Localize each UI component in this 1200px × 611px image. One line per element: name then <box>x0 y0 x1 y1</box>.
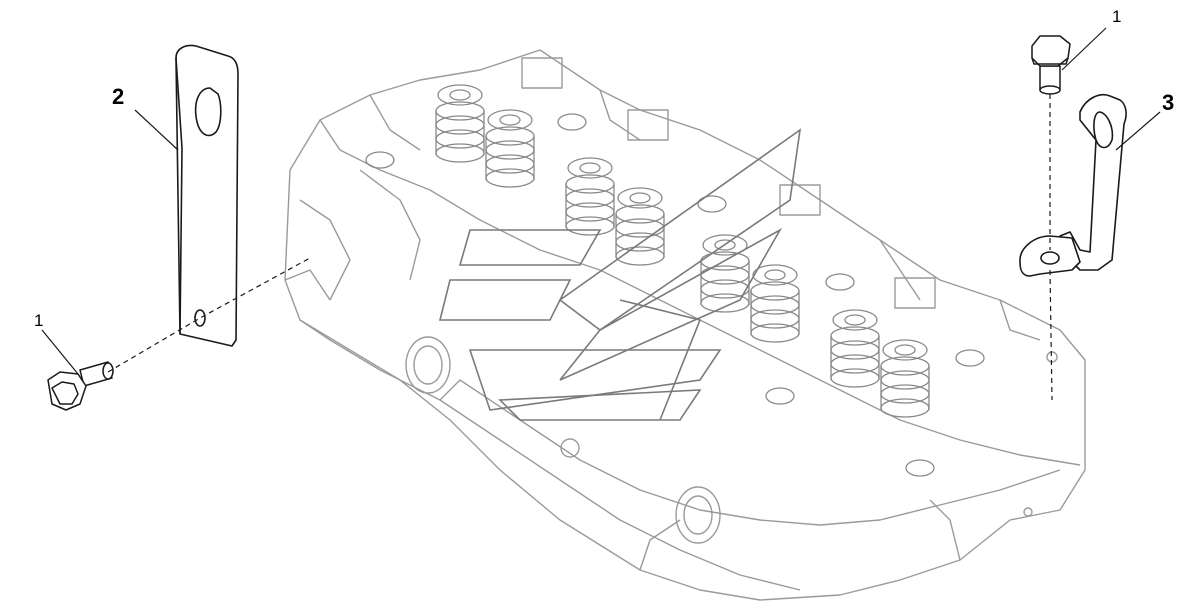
plate-part-2 <box>175 44 239 347</box>
cylinder-head <box>284 49 1086 601</box>
bolt-top-right <box>1031 35 1071 95</box>
callout-number-bracket: 3 <box>1162 90 1175 115</box>
bracket-part-3 <box>1019 94 1127 277</box>
watermark-logo <box>438 128 802 421</box>
valve-springs <box>365 84 985 477</box>
dashed-assembly-line-right <box>1049 94 1053 401</box>
callout-number-bolt-top-right: 1 <box>1112 7 1122 26</box>
dashed-assembly-line-left <box>107 257 311 373</box>
callout-leaders <box>41 27 1161 375</box>
callout-number-plate: 2 <box>112 84 125 109</box>
callout-number-bolt-left: 1 <box>34 311 44 330</box>
bolt-left <box>47 361 114 411</box>
